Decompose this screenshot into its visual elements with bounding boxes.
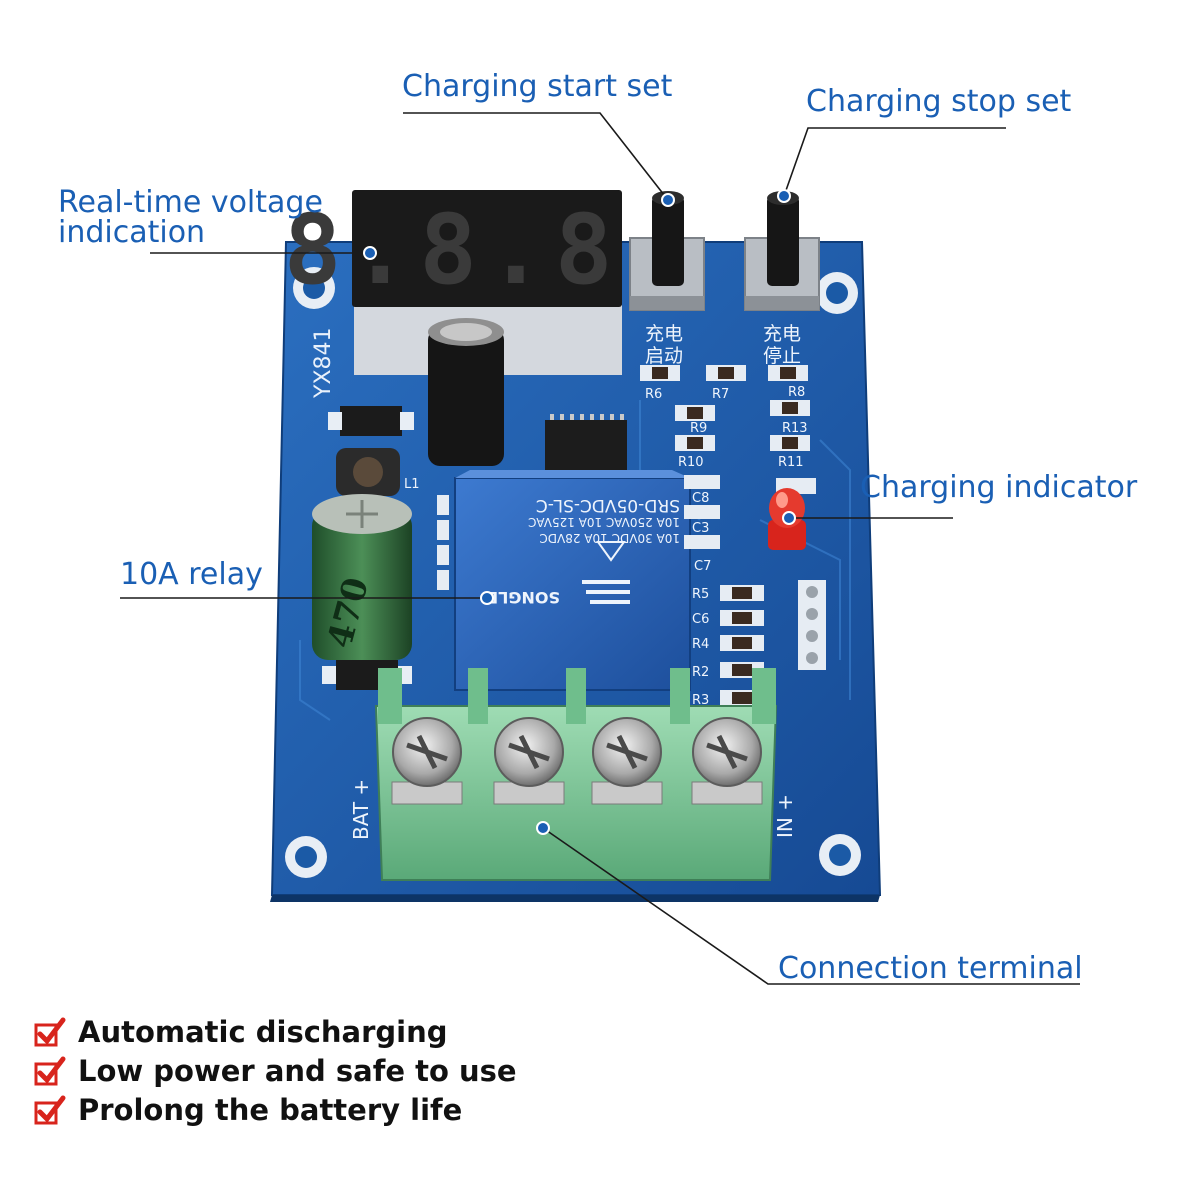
callout-connection-terminal: Connection terminal [778,951,1083,986]
label-r11: R11 [778,455,804,470]
relay-10a: SRD-05VDC-SL-C 10A 250VAC 10A 125VAC 10A… [454,470,691,691]
display-digits: 8.8.8. [284,194,691,306]
label-c8: C8 [692,491,709,506]
in-label: IN + [773,794,797,838]
mounting-hole [816,272,858,314]
connection-terminal-block: BAT + IN + [349,668,797,881]
label-l1: L1 [404,477,420,492]
label-r6: R6 [645,387,662,402]
start-button-cn-2: 启动 [645,345,683,367]
label-c6: C6 [692,612,709,627]
callout-charging-start-set: Charging start set [402,69,673,104]
terminal-screw [391,717,463,805]
diode [328,406,414,436]
relay-model: SRD-05VDC-SL-C [536,495,680,515]
callout-dots [363,189,796,835]
relay-rating-1: 10A 250VAC 10A 125VAC [528,515,680,529]
bat-label: BAT + [349,779,373,840]
feature-item: Automatic discharging [34,1012,517,1051]
electrolytic-capacitor-small [428,318,504,466]
label-r10: R10 [678,455,704,470]
label-r3: R3 [692,693,709,708]
callout-charging-indicator: Charging indicator [860,470,1138,505]
label-r9: R9 [690,421,707,436]
feature-list: Automatic discharging Low power and safe… [34,1012,517,1129]
mounting-hole [285,836,327,878]
inductor [336,448,400,496]
feature-text: Low power and safe to use [78,1053,517,1088]
callout-10a-relay: 10A relay [120,557,263,592]
charging-start-button[interactable]: 充电 启动 [629,191,705,367]
label-c3: C3 [692,521,709,536]
callout-voltage-line-1: Real-time voltage [58,185,323,220]
mounting-hole [293,267,335,309]
label-c7: C7 [694,559,711,574]
charging-stop-button[interactable]: 充电 停止 [744,191,820,367]
terminal-screw [493,717,565,805]
label-r2: R2 [692,665,709,680]
checkmark-icon [34,1056,66,1085]
terminal-screw [591,717,663,805]
label-r8: R8 [788,385,805,400]
checkmark-icon [34,1095,66,1124]
smd-components-right: R6 R7 R8 R9 R10 R13 R11 C8 C3 C7 R5 C6 R… [404,365,810,708]
label-r4: R4 [692,637,709,652]
feature-text: Automatic discharging [78,1014,448,1049]
electrolytic-capacitor-large: 470 [312,494,412,660]
terminal-screw [691,717,763,805]
relay-rating-2: 10A 30VDC 10A 28VDC [539,531,680,545]
start-button-cn-1: 充电 [645,323,683,345]
label-r7: R7 [712,387,729,402]
mounting-hole [819,834,861,876]
relay-logo-icon [582,580,630,604]
callout-voltage-line-2: indication [58,215,206,250]
label-r5: R5 [692,587,709,602]
checkmark-icon [34,1017,66,1046]
relay-brand: SONGLE [487,588,560,607]
pin-header [798,580,826,670]
warning-icon [596,541,626,562]
charging-indicator-led [768,478,816,550]
feature-text: Prolong the battery life [78,1092,463,1127]
callout-charging-stop-set: Charging stop set [806,84,1072,119]
smd-resistors-left [437,495,449,590]
label-r13: R13 [782,421,808,436]
stop-button-cn-1: 充电 [763,323,801,345]
feature-item: Prolong the battery life [34,1090,517,1129]
stop-button-cn-2: 停止 [763,345,801,367]
feature-item: Low power and safe to use [34,1051,517,1090]
callout-leader-lines [120,112,1080,985]
ic-chip [545,414,627,476]
board-model-label: YX841 [311,327,336,399]
